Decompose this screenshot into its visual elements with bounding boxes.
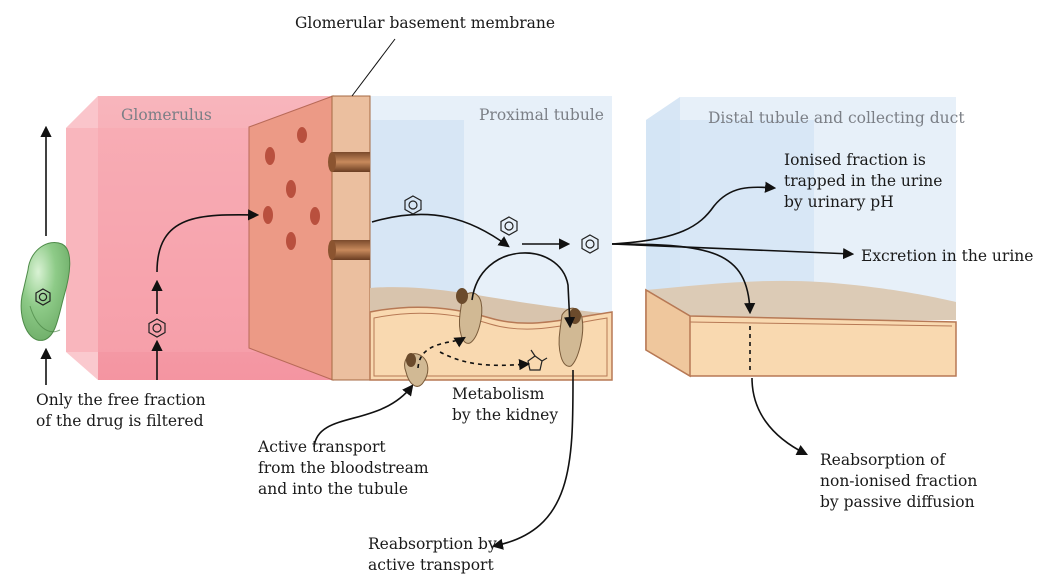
proximal-tubule-label: Proximal tubule bbox=[479, 106, 604, 124]
arrow-reabsorb-loop bbox=[471, 252, 576, 329]
basement-membrane-slab bbox=[328, 95, 371, 381]
distal-epithelium bbox=[645, 280, 957, 378]
active-transport-label: Active transport from the bloodstream an… bbox=[258, 438, 429, 498]
capillary-fenestrations bbox=[263, 127, 320, 250]
transporter-proteins bbox=[404, 288, 584, 387]
drug-molecule-filtrate-3 bbox=[581, 234, 599, 254]
dashed-paths bbox=[417, 326, 751, 372]
proximal-epithelium bbox=[369, 287, 613, 381]
basement-membrane-label: Glomerular basement membrane bbox=[295, 14, 556, 32]
glomerulus-label: Glomerulus bbox=[121, 106, 212, 124]
arrow-passive-branch bbox=[611, 243, 756, 315]
drug-molecule-filtrate-2 bbox=[500, 216, 518, 236]
reabsorption-active-label: Reabsorption by active transport bbox=[368, 535, 497, 574]
arrow-into-tubule bbox=[371, 213, 510, 248]
drug-molecule-in-cell bbox=[35, 288, 51, 306]
excretion-label: Excretion in the urine bbox=[861, 247, 1034, 265]
arrow-ionised bbox=[611, 181, 777, 245]
arrow-passive-diffusion bbox=[751, 377, 809, 456]
basement-membrane-leader bbox=[351, 38, 396, 97]
drug-molecules bbox=[35, 195, 599, 371]
arrow-filtration bbox=[156, 209, 260, 273]
transporter-apical-left bbox=[456, 288, 483, 344]
arrow-active-transport-in bbox=[313, 384, 414, 448]
arrows bbox=[40, 38, 855, 550]
transporter-basolateral bbox=[404, 353, 429, 387]
free-fraction-label: Only the free fraction of the drug is fi… bbox=[36, 391, 206, 430]
reabsorption-passive-label: Reabsorption of non-ionised fraction by … bbox=[820, 451, 978, 511]
metabolism-label: Metabolism by the kidney bbox=[452, 385, 559, 424]
ionised-fraction-label: Ionised fraction is trapped in the urine… bbox=[784, 151, 943, 211]
arrow-reabsorption-active bbox=[491, 369, 574, 550]
distal-tubule-label: Distal tubule and collecting duct bbox=[708, 109, 965, 127]
arrow-excretion bbox=[611, 243, 855, 260]
drug-molecule-plasma bbox=[148, 318, 166, 338]
plasma-cell-with-drug bbox=[20, 242, 71, 341]
